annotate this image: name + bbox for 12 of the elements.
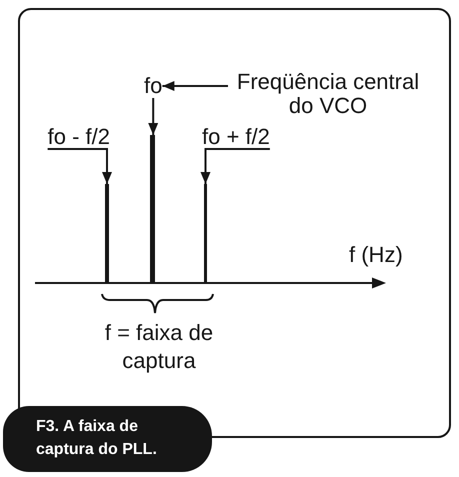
leader-arrow bbox=[200, 148, 270, 184]
range-label: f = faixa de captura bbox=[104, 319, 214, 375]
axis-label: f (Hz) bbox=[349, 243, 403, 267]
annotation-text: Freqüência central do VCO bbox=[228, 70, 428, 118]
frequency-label: fo + f/2 bbox=[202, 126, 270, 148]
spectral-line bbox=[204, 184, 207, 283]
frequency-label: fo - f/2 bbox=[48, 126, 110, 148]
leader-arrow bbox=[148, 98, 158, 135]
leader-arrow bbox=[162, 81, 228, 91]
leader-arrow bbox=[48, 148, 112, 184]
frequency-label: fo bbox=[144, 74, 162, 98]
figure-caption: F3. A faixa de captura do PLL. bbox=[3, 406, 212, 472]
